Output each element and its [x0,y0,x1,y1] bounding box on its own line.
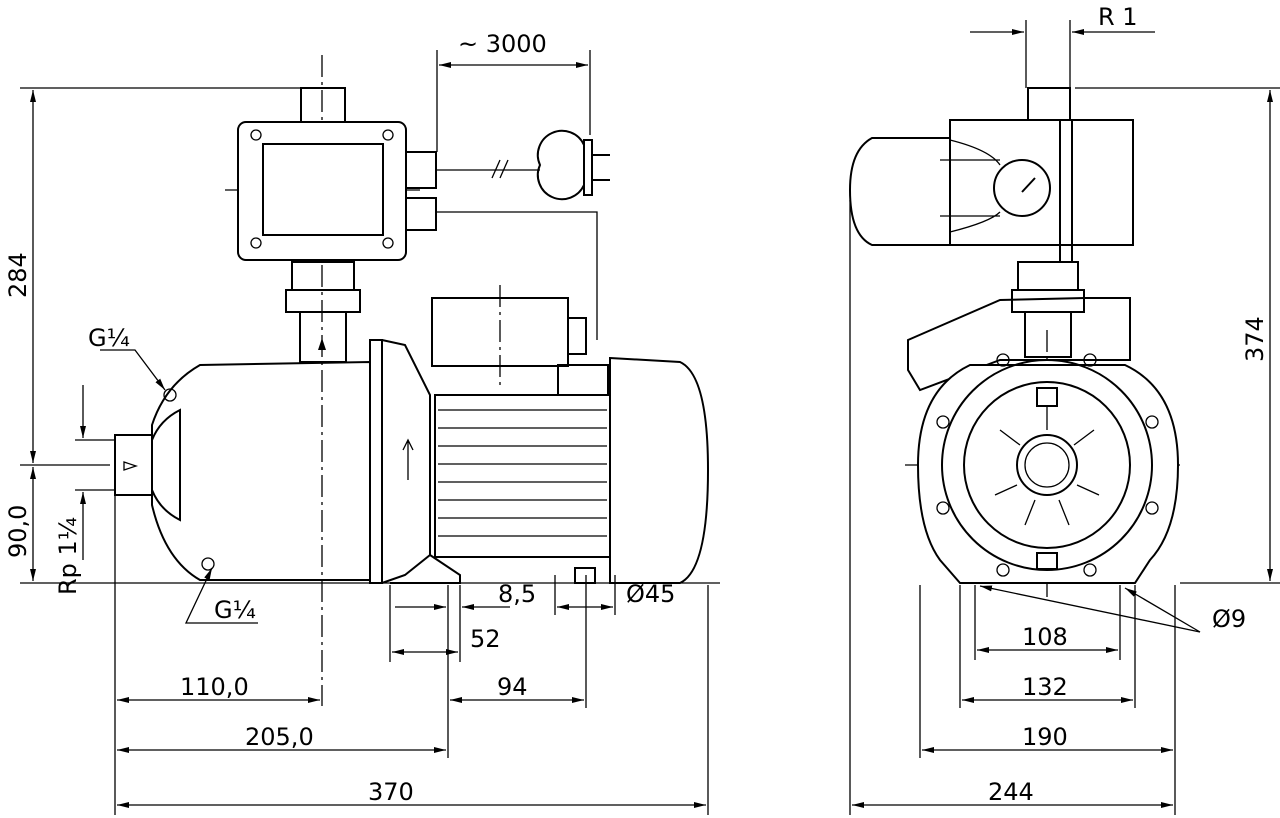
front-height-label: 374 [1241,316,1269,362]
suction-to-axis-label: 110,0 [180,673,249,701]
power-cable [436,129,610,340]
front-pressure-switch [848,87,1134,263]
bolt-holes [936,353,1159,577]
connection-fittings [285,261,361,363]
gauge-port-label: G¼ [88,324,130,352]
side-dimension-lines [30,62,706,808]
hole-spacing-inner-label: 108 [1022,623,1068,651]
discharge-thread-label: R 1 [1098,3,1138,31]
foot-width-label: 190 [1022,723,1068,751]
foot-width-label: 8,5 [498,580,536,608]
shaft-diameter-label: Ø45 [626,580,675,608]
motor-terminal-box [907,297,1131,392]
suction-thread-label: Rp 1¼ [54,517,82,595]
hole-spacing-outer-label: 132 [1022,673,1068,701]
hole-diameter-label: Ø9 [1212,605,1246,633]
front-fittings [1011,261,1085,358]
pressure-switch [237,87,437,261]
pump-flange [916,353,1180,584]
height-axis-label: 90,0 [4,505,32,558]
side-view: ~ 3000 284 90,0 Rp 1¼ G¼ G¼ 8,5 52 Ø45 9… [4,30,720,815]
overall-width-label: 244 [988,778,1034,806]
drain-port-label: G¼ [214,596,256,624]
pump-housing [114,339,431,584]
suction-to-foot-label: 205,0 [245,723,314,751]
foot-spacing-label: 94 [497,673,528,701]
front-dimension-lines [852,29,1273,808]
motor [390,297,710,584]
front-view: R 1 374 Ø9 108 132 190 244 [848,3,1280,815]
overall-length-label: 370 [368,778,414,806]
front-extension-lines [849,20,1280,815]
height-total-label: 284 [4,252,32,298]
cable-length-label: ~ 3000 [458,30,547,58]
foot-offset-label: 52 [470,625,501,653]
